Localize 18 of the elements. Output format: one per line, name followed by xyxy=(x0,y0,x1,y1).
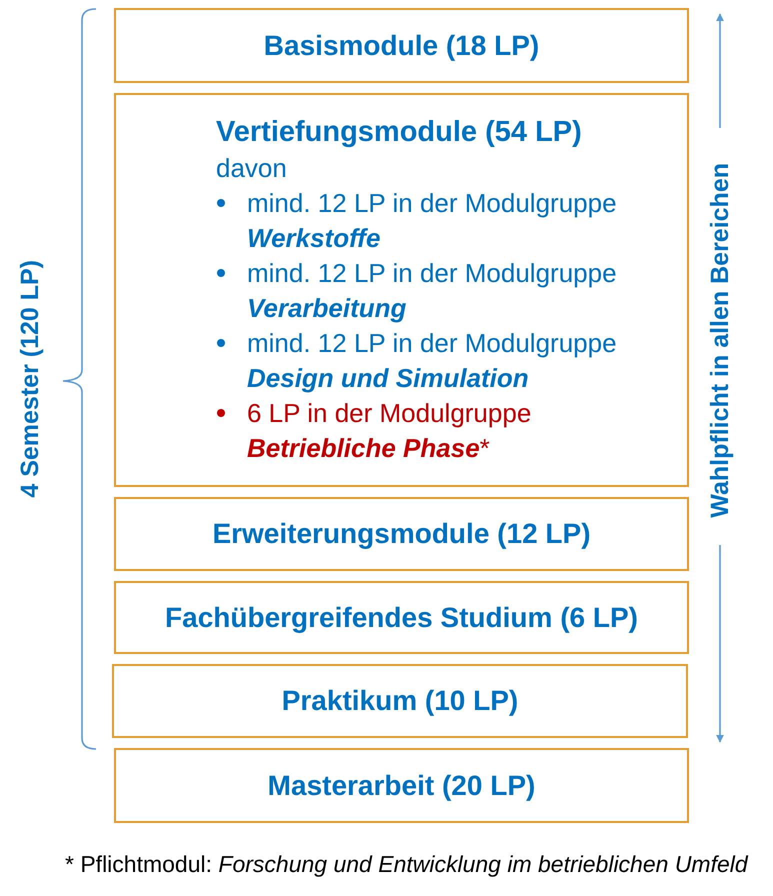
module-title: Erweiterungsmodule (12 LP) xyxy=(212,517,591,551)
module-title: Fachübergreifendes Studium (6 LP) xyxy=(165,600,638,634)
module-box xyxy=(114,581,689,654)
module-title: Basismodule (18 LP) xyxy=(264,28,540,62)
bracket-label: 4 Semester (120 LP) xyxy=(16,260,44,498)
module-box xyxy=(114,748,689,823)
module-box xyxy=(114,8,689,83)
module-heading: Vertiefungsmodule (54 LP) xyxy=(216,115,582,150)
module-box xyxy=(114,497,689,571)
module-box xyxy=(112,664,688,738)
arrow-label: Wahlpflicht in allen Bereichen xyxy=(706,162,734,518)
list-item: mind. 12 LP in der Modulgruppe Design und Simulation xyxy=(247,327,618,395)
footnote: * Pflichtmodul: Forschung und Entwicklung im betrieblichen Umfeld xyxy=(65,851,748,878)
module-title: Praktikum (10 LP) xyxy=(282,684,518,718)
list-item: 6 LP in der Modulgruppe Betriebliche Phase* xyxy=(247,397,532,465)
intro-text: davon xyxy=(216,152,287,185)
module-box xyxy=(114,93,689,487)
module-title: Masterarbeit (20 LP) xyxy=(268,768,536,802)
